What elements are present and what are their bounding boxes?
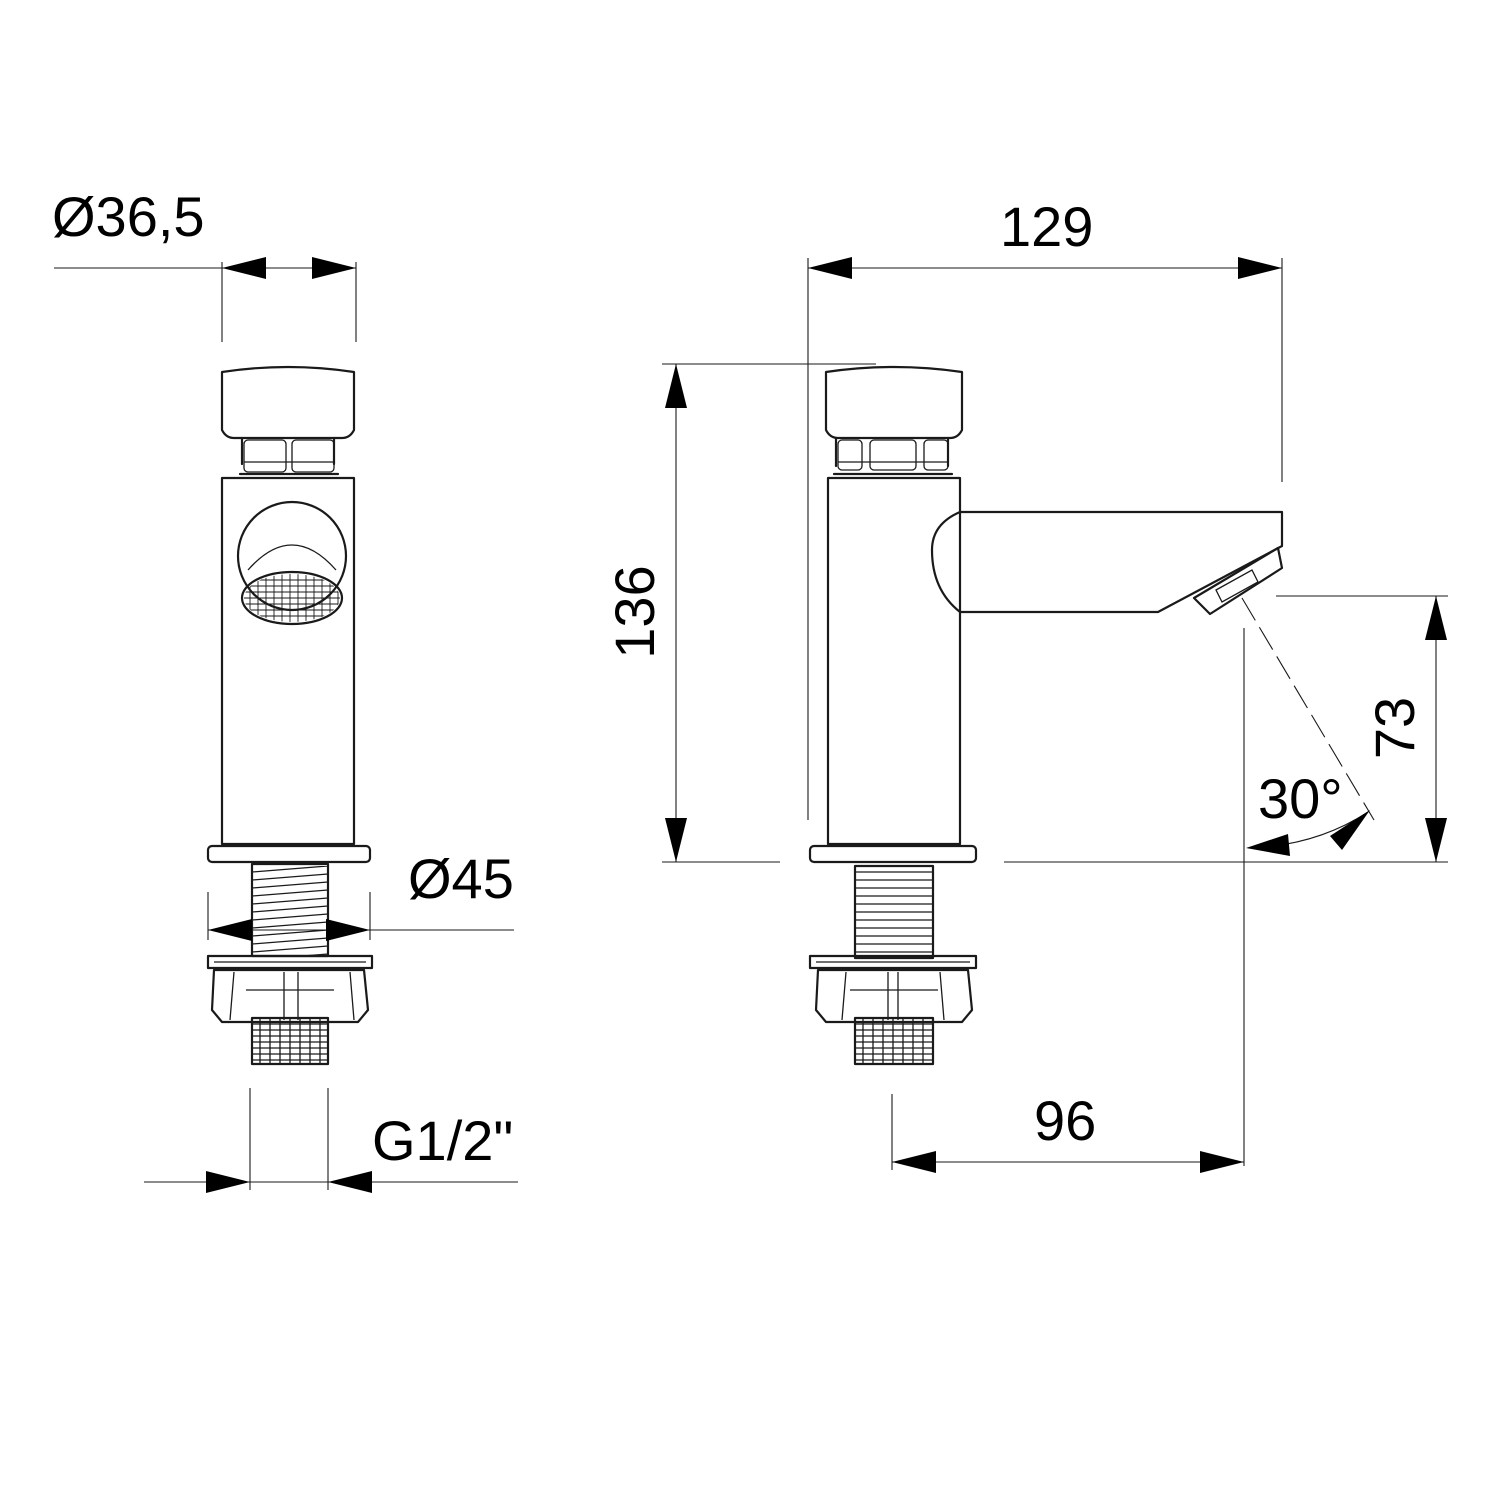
- front-view-tap: [206, 365, 374, 1066]
- side-push-cap: [824, 365, 964, 440]
- side-nut-assembly: [808, 954, 978, 1066]
- dim-flange-diameter: Ø45: [207, 847, 514, 941]
- dim-spout-reach-label: 96: [1034, 1089, 1096, 1152]
- dim-spout-height: 73: [1004, 595, 1448, 863]
- dim-cap-diameter-label: Ø36,5: [52, 185, 205, 248]
- front-spout-aerator: [236, 500, 348, 626]
- dim-length: 129: [807, 195, 1283, 820]
- front-nut-assembly: [206, 954, 374, 1066]
- dim-flange-diameter-label: Ø45: [408, 847, 514, 910]
- dim-angle-label: 30°: [1258, 767, 1343, 830]
- side-view-tap: [808, 365, 1375, 1066]
- front-threaded-shank: [250, 862, 330, 958]
- dim-cap-diameter: Ø36,5: [52, 185, 357, 342]
- dim-height: 136: [603, 363, 876, 863]
- front-base-flange: [206, 844, 372, 864]
- dim-thread: G1/2": [144, 1088, 518, 1193]
- dim-height-label: 136: [603, 565, 666, 658]
- side-body: [826, 476, 962, 846]
- water-jet-centerline: [1241, 597, 1375, 821]
- side-neck: [832, 436, 954, 476]
- side-base-flange: [808, 844, 978, 864]
- side-spout: [930, 510, 1284, 616]
- front-neck: [238, 436, 340, 476]
- side-threaded-shank: [853, 864, 935, 960]
- dim-thread-label: G1/2": [372, 1109, 513, 1172]
- dim-length-label: 129: [1000, 195, 1093, 258]
- aerator-mesh: [244, 574, 340, 622]
- front-push-cap: [220, 365, 356, 440]
- dim-spout-height-label: 73: [1363, 697, 1426, 759]
- front-body: [220, 476, 356, 846]
- dim-spout-reach: 96: [891, 1089, 1244, 1173]
- dim-angle: 30°: [1243, 628, 1370, 1166]
